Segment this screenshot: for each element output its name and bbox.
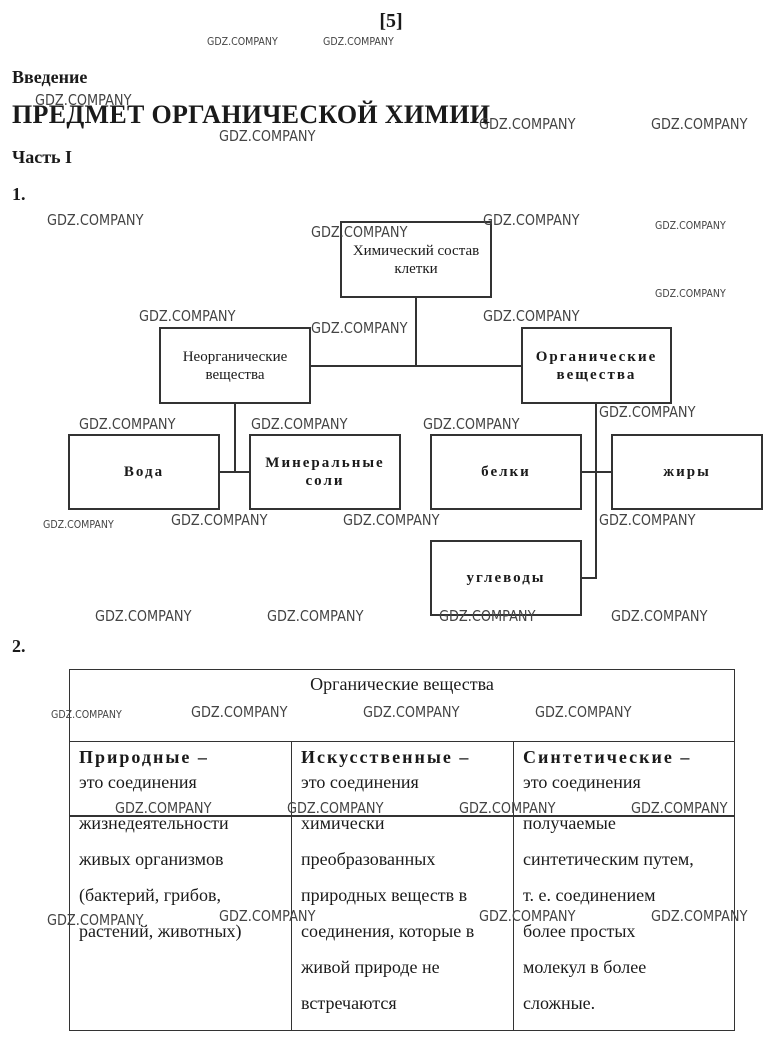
table-column-natural: Природные – это соединения жизнедеятельн… (70, 742, 292, 1030)
watermark: GDZ.COMPANY (611, 607, 708, 625)
box-proteins: белки (430, 434, 582, 510)
connector-water-minerals (219, 471, 250, 473)
connector-organic-down (595, 403, 597, 579)
box-fats: жиры (611, 434, 763, 510)
cell-line: синтетическим путем, (523, 849, 694, 869)
cell-line: химически (301, 813, 385, 833)
cell-line: жизнедеятельности (79, 813, 229, 833)
cell-line: это соединения (523, 772, 641, 792)
connector-horizontal-top (311, 365, 522, 367)
watermark: GDZ.COMPANY (95, 607, 192, 625)
watermark: GDZ.COMPANY (479, 115, 576, 133)
cell-line: живой природе не (301, 957, 440, 977)
watermark: GDZ.COMPANY (267, 607, 364, 625)
cell-line: молекул в более (523, 957, 647, 977)
cell-line: встречаются (301, 993, 397, 1013)
cell-line: более простых (523, 921, 636, 941)
watermark: GDZ.COMPANY (343, 511, 440, 529)
cell-line: живых организмов (79, 849, 224, 869)
watermark: GDZ.COMPANY (251, 415, 348, 433)
section-label: Введение (12, 67, 88, 87)
page-title: ПРЕДМЕТ ОРГАНИЧЕСКОЙ ХИМИИ (12, 100, 491, 129)
cell-line: это соединения (301, 772, 419, 792)
box-root: Химический состав клетки (340, 221, 492, 298)
box-minerals: Минеральные соли (249, 434, 401, 510)
watermark: GDZ.COMPANY (599, 403, 696, 421)
watermark: GDZ.COMPANY (483, 211, 580, 229)
watermark: GDZ.COMPANY (207, 35, 278, 48)
cell-line: сложные. (523, 993, 596, 1013)
connector-carbs (581, 577, 597, 579)
watermark: GDZ.COMPANY (311, 319, 408, 337)
part-label: Часть I (12, 147, 73, 167)
connector-root-down (415, 297, 417, 366)
cell-line: природных веществ в (301, 885, 468, 905)
cell-line: это соединения (79, 772, 197, 792)
page-number: [5] (379, 10, 403, 32)
table-header: Органические вещества (70, 670, 734, 742)
table-row-divider (70, 815, 734, 817)
cell-line: соединения, которые в (301, 921, 475, 941)
cell-line: преобразованных (301, 849, 436, 869)
table-column-artificial: Искусственные – это соединения химически… (292, 742, 514, 1030)
watermark: GDZ.COMPANY (43, 518, 114, 531)
box-inorganic: Неорганические вещества (159, 327, 311, 404)
connector-inorganic-down (234, 403, 236, 472)
box-water: Вода (68, 434, 220, 510)
watermark: GDZ.COMPANY (323, 35, 394, 48)
watermark: GDZ.COMPANY (139, 307, 236, 325)
watermark: GDZ.COMPANY (423, 415, 520, 433)
watermark: GDZ.COMPANY (655, 219, 726, 232)
cell-line: растений, животных) (79, 921, 242, 941)
watermark: GDZ.COMPANY (171, 511, 268, 529)
column-title: Синтетические – (523, 747, 692, 767)
cell-line: т. е. соединением (523, 885, 656, 905)
column-title: Природные – (79, 747, 209, 767)
cell-line: (бактерий, грибов, (79, 885, 221, 905)
watermark: GDZ.COMPANY (651, 115, 748, 133)
watermark: GDZ.COMPANY (599, 511, 696, 529)
task-number-1: 1. (12, 184, 26, 204)
watermark: GDZ.COMPANY (79, 415, 176, 433)
table-column-synthetic: Синтетические – это соединения получаемы… (514, 742, 736, 1030)
task-number-2: 2. (12, 636, 26, 656)
connector-proteins-fats (581, 471, 612, 473)
box-carbs: углеводы (430, 540, 582, 616)
watermark: GDZ.COMPANY (47, 211, 144, 229)
column-title: Искусственные – (301, 747, 471, 767)
organic-substances-table: Органические вещества Природные – это со… (69, 669, 735, 1031)
box-organic: Органические вещества (521, 327, 672, 404)
watermark: GDZ.COMPANY (483, 307, 580, 325)
cell-line: получаемые (523, 813, 616, 833)
watermark: GDZ.COMPANY (655, 287, 726, 300)
